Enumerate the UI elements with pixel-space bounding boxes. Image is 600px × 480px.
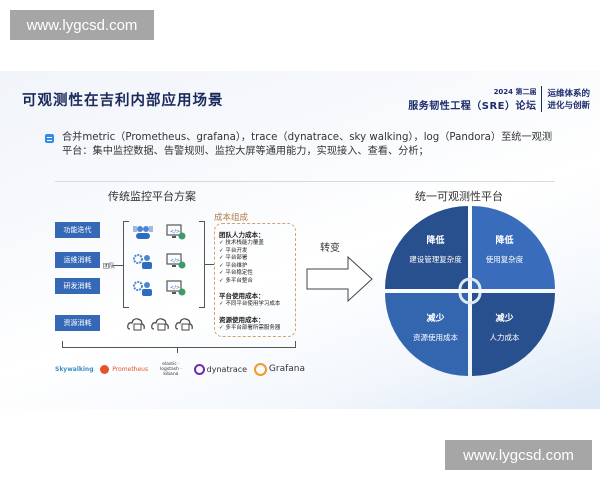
cost-title: 成本组成: [214, 213, 249, 223]
label-ops-cost: 运维消耗: [55, 252, 100, 268]
cost-item: ✓ 多平台部署所需服务器: [219, 324, 281, 331]
forum-brand: 2024 第二届 服务韧性工程（SRE）论坛 运维体系的 进化与创新: [408, 86, 590, 112]
cost-item: ✓ 平台维护: [219, 262, 248, 269]
left-bracket: [123, 221, 129, 308]
brand-name: 服务韧性工程（SRE）论坛: [408, 101, 537, 112]
svg-text:</>: </>: [170, 258, 180, 264]
cost-heading: 平台使用成本：: [219, 292, 265, 300]
cost-breakdown-box: 团队人力成本： ✓ 技术栈能力覆盖 ✓ 平台开发 ✓ 平台部署 ✓ 平台维护 ✓…: [214, 223, 296, 337]
label-feature-iteration: 功能迭代: [55, 222, 100, 238]
cloud-server-icon: [151, 318, 169, 331]
engineer-gear-icon: [133, 254, 152, 269]
right-section-title: 统一可观测性平台: [415, 190, 503, 203]
brand-tagline-1: 运维体系的: [547, 89, 590, 99]
label-resource-cost: 资源消耗: [55, 315, 100, 331]
code-monitor-icon: </>: [166, 253, 186, 269]
layers-icon: [45, 134, 54, 143]
right-arrow-icon: [306, 256, 373, 302]
grafana-logo: Grafana: [253, 362, 305, 376]
transition-label: 转变: [320, 243, 340, 254]
unified-platform-circle: 降低 建设管理复杂度 降低 使用复杂度 减少 资源使用成本 减少 人力成本: [385, 206, 555, 376]
slide: 可观测性在吉利内部应用场景 2024 第二届 服务韧性工程（SRE）论坛 运维体…: [0, 71, 600, 409]
tool-logos: Skywalking Prometheus elastic · logstash…: [55, 359, 305, 379]
cycle-arrows-icon: [458, 277, 482, 305]
team-label: 团队: [103, 263, 116, 270]
summary-text: 合并metric（Prometheus、grafana），trace（dynat…: [62, 132, 553, 157]
cloud-server-icon: [175, 318, 193, 331]
svg-text:</>: </>: [170, 285, 180, 291]
cost-item: ✓ 多平台整合: [219, 277, 253, 284]
cost-heading: 资源使用成本：: [219, 315, 265, 324]
cloud-server-icon: [127, 318, 145, 331]
brand-year: 2024 第二届: [493, 88, 537, 96]
watermark-bottom: www.lygcsd.com: [445, 440, 592, 470]
cost-item: ✓ 不同平台使用学习成本: [219, 301, 281, 307]
elk-logo: elastic · logstash · kibana: [159, 361, 182, 377]
summary-bullet: 合并metric（Prometheus、grafana），trace（dynat…: [45, 131, 555, 159]
code-monitor-icon: </>: [166, 280, 186, 296]
team-people-icon: [133, 226, 153, 239]
engineer-gear-icon: [133, 281, 152, 296]
brace-tick: [177, 347, 178, 353]
grafana-icon: [253, 362, 267, 376]
cost-connector: [204, 264, 214, 265]
brand-tagline-2: 进化与创新: [547, 101, 590, 111]
dynatrace-logo: dynatrace: [193, 363, 247, 375]
prometheus-logo: Prometheus: [100, 364, 148, 374]
cost-item: ✓ 平台部署: [219, 255, 248, 261]
brand-divider: [541, 86, 543, 112]
code-monitor-icon: </>: [166, 224, 186, 240]
server-clouds: [127, 317, 193, 331]
watermark-top: www.lygcsd.com: [10, 10, 154, 40]
cost-item: ✓ 技术栈能力覆盖: [219, 240, 264, 246]
dynatrace-icon: [193, 363, 205, 375]
team-connector: [113, 265, 123, 266]
slide-title: 可观测性在吉利内部应用场景: [22, 93, 224, 109]
left-section-title: 传统监控平台方案: [108, 190, 196, 203]
svg-text:</>: </>: [170, 229, 180, 235]
cost-item: ✓ 平台开发: [219, 247, 248, 254]
skywalking-logo: Skywalking: [55, 365, 94, 373]
prometheus-icon: [100, 364, 110, 374]
label-dev-cost: 研发消耗: [55, 278, 100, 294]
divider: [55, 181, 555, 182]
cost-item: ✓ 平台稳定性: [219, 270, 253, 276]
bottom-brace: [62, 341, 296, 348]
cost-heading: 团队人力成本：: [219, 231, 265, 239]
